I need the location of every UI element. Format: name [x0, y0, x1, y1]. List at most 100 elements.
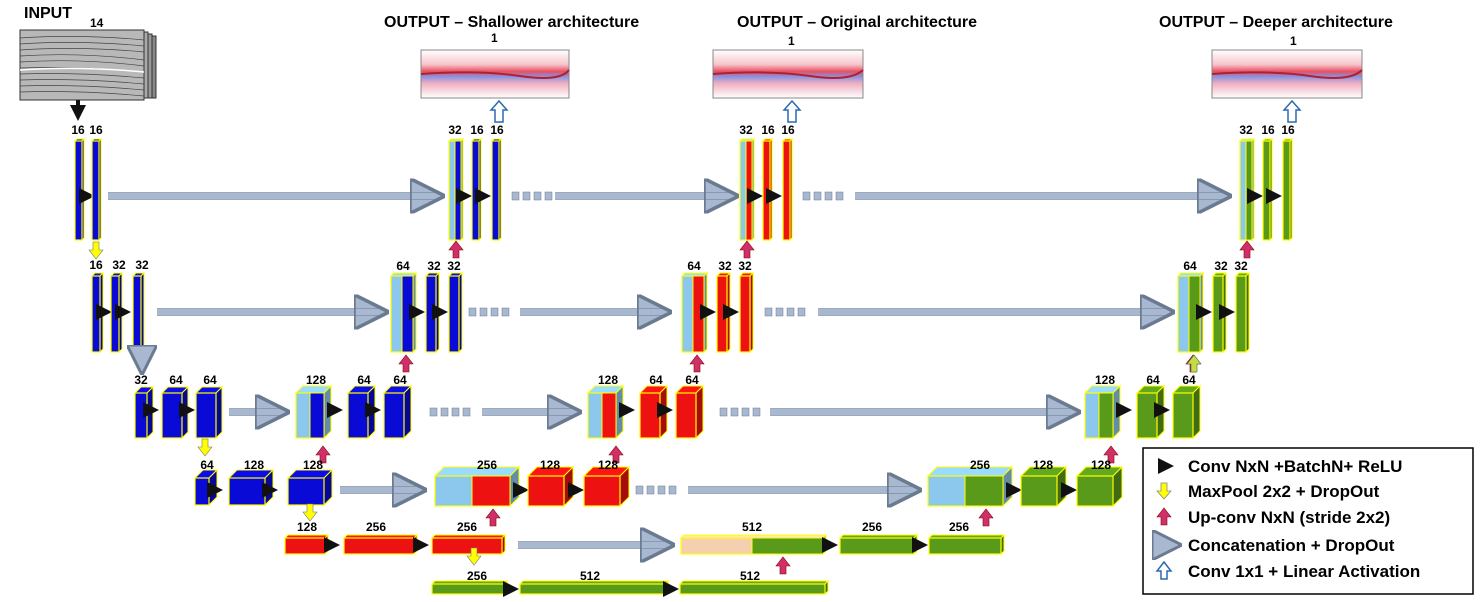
deeper-l3-conv-a — [1135, 384, 1166, 440]
shallow-l2-conv-b — [447, 271, 464, 354]
enc5-label: 256 — [366, 520, 386, 534]
enc4-label: 128 — [244, 458, 264, 472]
enc3-label: 64 — [169, 373, 183, 387]
legend-upconv-icon — [1156, 507, 1172, 526]
legend-maxpool-label: MaxPool 2x2 + DropOut — [1188, 482, 1380, 501]
deeper-l1-label: 16 — [1261, 123, 1275, 137]
deeper-l2-label: 32 — [1214, 259, 1228, 273]
upconv-arrow-icon — [1239, 240, 1255, 259]
deeper-l5-conv-a — [838, 533, 919, 556]
enc5-block-c — [430, 533, 507, 556]
legend-conv-label: Conv NxN +BatchN+ ReLU — [1188, 457, 1402, 476]
enc3-block-b — [160, 385, 190, 440]
original-l1-label: 16 — [761, 123, 775, 137]
concat-arrow-outline — [688, 486, 915, 494]
original-l2-conv-b — [738, 271, 755, 354]
shallow-l1-conv-b — [490, 137, 503, 242]
legend-conv1x1-label: Conv 1x1 + Linear Activation — [1188, 562, 1420, 581]
original-l1-conv-b — [781, 137, 794, 242]
deeper-l1-label: 16 — [1281, 123, 1295, 137]
original-l2-label: 32 — [738, 259, 752, 273]
ellipsis-dot — [479, 307, 488, 317]
shallow-l3-upsampled — [309, 392, 325, 439]
out-channels-deeper: 1 — [1290, 34, 1297, 48]
ellipsis-dot — [462, 407, 471, 417]
original-l3-label: 64 — [685, 373, 699, 387]
original-l3-conv-b — [674, 384, 705, 440]
deeper-l1-upsampled — [1245, 140, 1253, 241]
original-l4-conv-a — [526, 465, 575, 508]
deeper-l5-label: 256 — [862, 520, 882, 534]
ellipsis-dot — [657, 485, 666, 495]
output-shallow-title: OUTPUT – Shallower architecture — [384, 14, 639, 31]
enc4-block-c — [286, 468, 334, 507]
ellipsis-dot — [824, 191, 833, 201]
enc2-label: 16 — [89, 258, 103, 272]
original-l4-label: 128 — [540, 458, 560, 472]
shallow-l1-label: 16 — [490, 123, 504, 137]
ellipsis-dot — [511, 191, 520, 201]
deeper-l1-label: 32 — [1239, 123, 1253, 137]
shallow-l3-label: 64 — [393, 373, 407, 387]
deeper-l4-label: 128 — [1033, 458, 1053, 472]
enc4-label: 128 — [303, 458, 323, 472]
deeper-l3-label: 128 — [1095, 373, 1115, 387]
enc4-label: 64 — [200, 458, 214, 472]
original-l1-conv-a — [761, 137, 774, 242]
deeper-l2-conv-b — [1234, 271, 1251, 354]
ellipsis-dot — [544, 191, 553, 201]
ellipsis-dot — [775, 307, 784, 317]
shallow-l1-conv-a — [470, 137, 483, 242]
deeper-l2-upsampled — [1188, 275, 1201, 353]
output-deeper-title: OUTPUT – Deeper architecture — [1159, 14, 1393, 31]
maxpool-arrow-icon — [197, 438, 213, 457]
original-l3-upsampled — [601, 392, 617, 439]
ellipsis-dot — [835, 191, 844, 201]
concat-arrow-outline — [520, 308, 665, 316]
original-l4-conv-b — [582, 465, 631, 508]
shallow-l2-label: 32 — [447, 259, 461, 273]
ellipsis-dot — [741, 407, 750, 417]
original-l1-upsampled — [745, 140, 753, 241]
ellipsis-dot — [440, 407, 449, 417]
ellipsis-dot — [533, 191, 542, 201]
original-l2-label: 32 — [718, 259, 732, 273]
original-l2-conv-a — [715, 271, 732, 354]
shallow-l3-label: 64 — [357, 373, 371, 387]
ellipsis-dot — [730, 407, 739, 417]
enc1-block-b — [90, 137, 103, 242]
deeper-l1-conv-b — [1281, 137, 1294, 242]
output-image-shallow — [420, 49, 570, 99]
shallow-l3-label: 128 — [306, 373, 326, 387]
ellipsis-dot — [752, 407, 761, 417]
enc3-block-a — [133, 385, 155, 440]
upconv-arrow-icon — [315, 445, 331, 464]
legend-maxpool-icon — [1156, 482, 1172, 500]
deeper-l5-conv-b — [927, 533, 1006, 556]
legend: Conv NxN +BatchN+ ReLU MaxPool 2x2 + Dro… — [1142, 447, 1474, 595]
deeper-l3-upsampled — [1098, 392, 1114, 439]
shallow-l2-conv-a — [424, 271, 441, 354]
concat-arrow-outline — [482, 408, 575, 416]
input-stack — [19, 29, 157, 101]
original-l4-upsampled — [471, 475, 511, 507]
legend-concat-label: Concatenation + DropOut — [1188, 536, 1395, 555]
shallow-l1-upsampled — [454, 140, 462, 241]
ellipsis-dot — [522, 191, 531, 201]
deeper-l4-conv-a — [1019, 465, 1068, 508]
enc5-label: 128 — [297, 520, 317, 534]
deeper-l3-label: 64 — [1146, 373, 1160, 387]
concat-arrow-outline — [555, 192, 732, 200]
enc6-label: 512 — [580, 569, 600, 583]
out-channels-original: 1 — [788, 34, 795, 48]
shallow-l2-upsampled — [401, 275, 414, 353]
ellipsis-dot — [802, 191, 811, 201]
original-l3-label: 64 — [649, 373, 663, 387]
concat-arrow-outline — [108, 192, 438, 200]
legend-upconv-label: Up-conv NxN (stride 2x2) — [1188, 508, 1390, 527]
enc3-label: 64 — [203, 373, 217, 387]
enc4-block-b — [227, 468, 275, 507]
maxpool-arrow-icon — [302, 503, 318, 522]
